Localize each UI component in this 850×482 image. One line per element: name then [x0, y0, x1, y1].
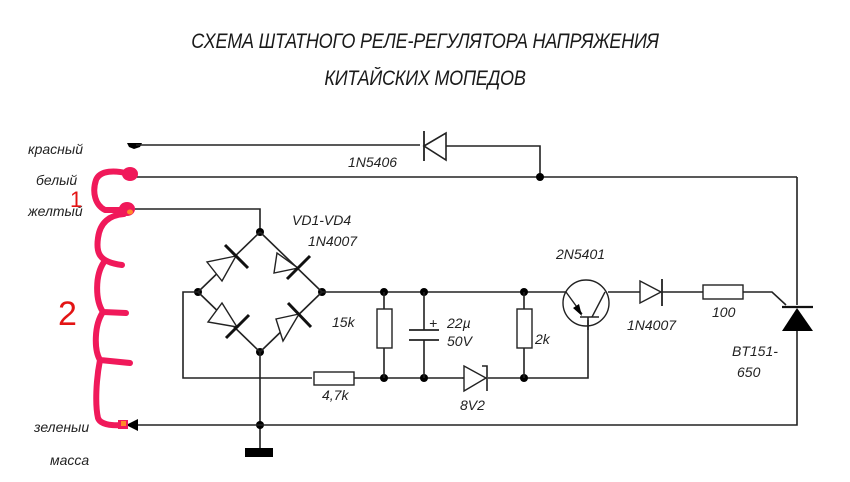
coil-section-2-marker: 2: [58, 295, 77, 333]
wire-label-green: зеленыи: [33, 419, 89, 435]
bottom-rail-right: [488, 320, 589, 379]
resistor-2k-label: 2k: [534, 331, 551, 347]
zener-diode-8v2: [462, 364, 488, 393]
bridge-diode-vd2: [273, 251, 312, 281]
diode-1n4007-gate: [639, 279, 663, 306]
capacitor-polarity: +: [429, 315, 437, 331]
red-wire-terminal: [127, 143, 142, 149]
junction-dot: [536, 173, 544, 181]
capacitor-voltage-label: 50V: [447, 333, 474, 349]
resistor-100-label: 100: [712, 304, 736, 320]
wire-label-yellow: желтый: [27, 203, 83, 219]
diode-gate-label: 1N4007: [627, 317, 677, 333]
thyristor-label-line1: BT151-: [732, 343, 778, 359]
bridge-diode-vd4: [275, 301, 313, 343]
diode-bridge: [194, 228, 326, 356]
thyristor-label-line2: 650: [737, 364, 761, 380]
capacitor-value-label: 22µ: [446, 315, 471, 331]
bridge-diode-vd3: [206, 301, 251, 340]
bridge-part-label: 1N4007: [308, 233, 358, 249]
bridge-left-loop: [182, 291, 312, 379]
yellow-wire: [134, 208, 261, 232]
thyristor-bt151: [134, 305, 813, 426]
coil-section-1-marker: 1: [70, 187, 82, 212]
zener-label: 8V2: [460, 397, 485, 413]
resistor-100: [702, 284, 744, 300]
schematic-title-line-1: СХЕМА ШТАТНОГО РЕЛЕ-РЕГУЛЯТОРА НАПРЯЖЕНИ…: [191, 30, 659, 53]
green-wire-arrow: [126, 419, 138, 431]
bridge-name-label: VD1-VD4: [292, 212, 351, 228]
resistor-2k: [516, 308, 533, 349]
gate-wire: [743, 291, 787, 306]
resistor-15k-label: 15k: [332, 314, 356, 330]
schematic-title-line-2: КИТАЙСКИХ МОПЕДОВ: [324, 67, 526, 90]
transistor-label: 2N5401: [555, 246, 605, 262]
red-wire: [127, 143, 420, 149]
transistor-2n5401: [562, 279, 610, 330]
resistor-4-7k: [313, 371, 355, 386]
ground-symbol: [245, 448, 273, 457]
white-wire: [134, 173, 798, 305]
capacitor-22u: [409, 292, 439, 378]
generator-coil-drawing: [91, 167, 138, 429]
bridge-diode-vd1: [205, 243, 250, 283]
diode-1n5406-label: 1N5406: [348, 154, 397, 170]
diode-1n5406: [422, 131, 541, 177]
wire-label-ground: масса: [50, 452, 89, 468]
wire-label-white: белый: [36, 172, 77, 188]
resistor-4-7k-label: 4,7k: [322, 387, 349, 403]
wire-label-red: красный: [28, 141, 83, 157]
resistor-15k: [376, 308, 393, 349]
